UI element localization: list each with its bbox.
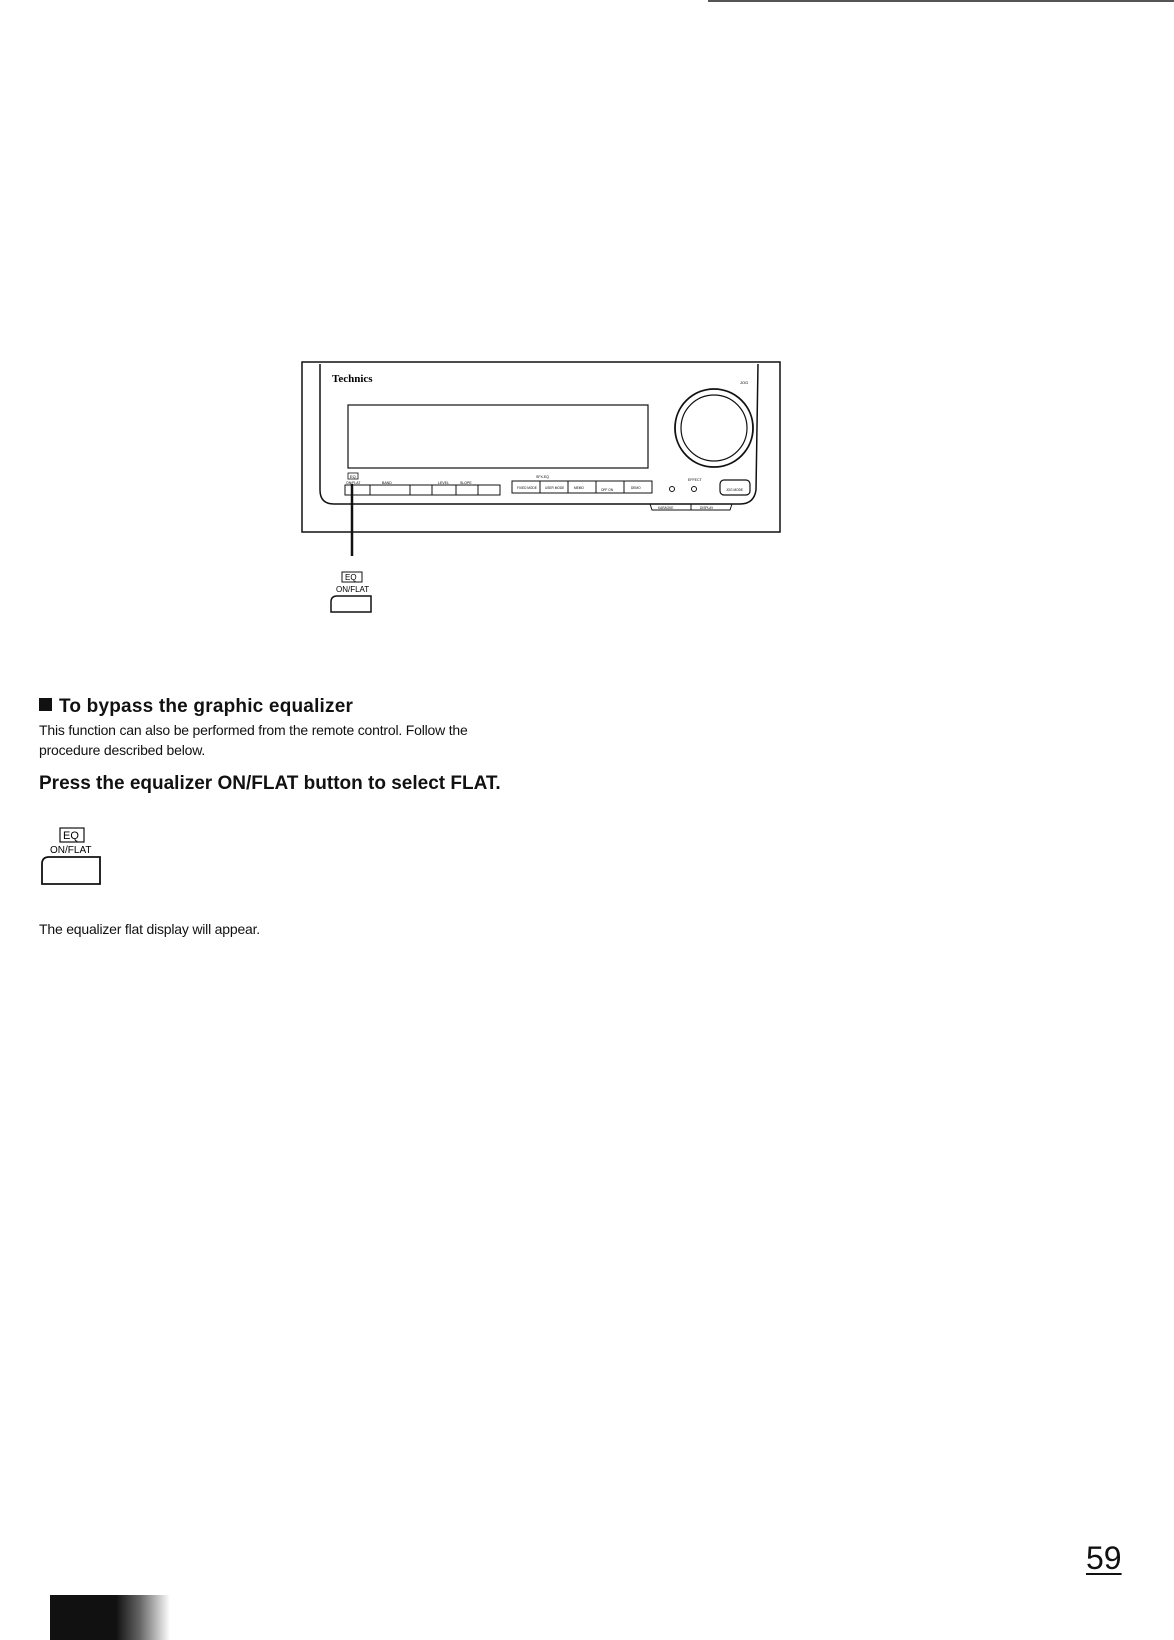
callout-button[interactable]: [330, 595, 372, 613]
eq-badge-small: [347, 472, 359, 480]
sfx-button-row: FIXED MODE USER MODE MEMO OFF ON DEMO: [511, 480, 653, 494]
callout-label: ON/FLAT: [336, 585, 369, 594]
top-edge-line: [708, 0, 1174, 2]
equalizer-panel-diagram: Technics JOG EQ ON/FLAT BAND LEVEL SLOPE…: [301, 361, 781, 613]
level-up-button[interactable]: [455, 484, 479, 496]
panel-inner-frame: [319, 363, 759, 505]
demo-button[interactable]: [623, 480, 653, 494]
page-number: 59: [1086, 1540, 1122, 1576]
fixed-mode-label: FIXED MODE: [517, 486, 537, 490]
level-label: LEVEL: [438, 481, 449, 485]
off-on-label: OFF ON: [601, 488, 614, 492]
result-text: The equalizer flat display will appear.: [39, 921, 260, 937]
indicator-left: [669, 486, 675, 492]
on-flat-label: ON/FLAT: [50, 845, 91, 856]
band-up-button[interactable]: [409, 484, 433, 496]
memo-label: MEMO: [574, 486, 584, 490]
callout-eq-badge: [341, 571, 363, 583]
eq-badge-small-text: EQ: [350, 474, 356, 479]
band-label: BAND: [382, 481, 392, 485]
display-label: DISPLAY: [700, 506, 714, 510]
demo-label: DEMO: [631, 486, 641, 490]
on-flat-panel-button[interactable]: [344, 484, 371, 496]
brand-logo: Technics: [332, 373, 373, 385]
jog-dial[interactable]: [674, 388, 754, 468]
effect-label: EFFECT: [688, 478, 702, 482]
sfx-eq-label: SFX-EQ: [536, 475, 549, 479]
jog-mode-button[interactable]: [719, 479, 751, 496]
scan-artifact: [50, 1595, 170, 1640]
karaoke-label: KARAOKE: [658, 506, 673, 510]
panel-outer-frame: [301, 361, 781, 533]
band-down-button[interactable]: [369, 484, 411, 496]
eq-badge: [59, 827, 85, 843]
intro-paragraph: This function can also be performed from…: [39, 722, 468, 758]
on-flat-small-label: ON/FLAT: [346, 481, 361, 485]
on-flat-button[interactable]: [41, 856, 101, 885]
on-flat-button-illustration: EQ ON/FLAT: [41, 827, 101, 885]
indicator-right: [691, 486, 697, 492]
eq-badge-text: EQ: [63, 830, 79, 842]
eq-button-row: [344, 484, 501, 496]
user-mode-label: USER MODE: [545, 486, 564, 490]
bullet-square-icon: [39, 698, 52, 711]
slope-label: SLOPE: [460, 481, 472, 485]
section-heading: To bypass the graphic equalizer: [39, 696, 353, 718]
callout-eq-text: EQ: [345, 573, 357, 582]
instruction-text: Press the equalizer ON/FLAT button to se…: [39, 773, 501, 794]
jog-mode-label: JOG MODE: [726, 488, 743, 492]
level-down-button[interactable]: [431, 484, 457, 496]
slope-button[interactable]: [477, 484, 501, 496]
section-heading-text: To bypass the graphic equalizer: [59, 696, 354, 717]
jog-label: JOG: [740, 380, 748, 385]
jog-dial-inner: [680, 394, 748, 462]
display-window: [347, 404, 649, 469]
